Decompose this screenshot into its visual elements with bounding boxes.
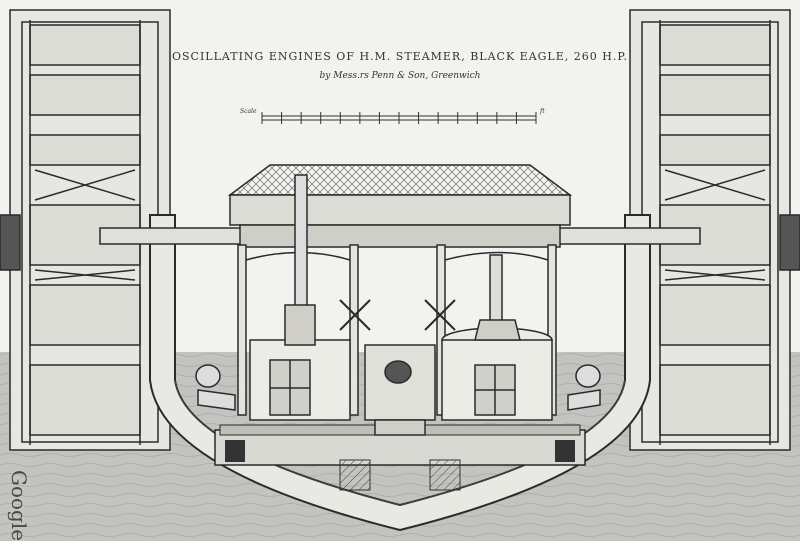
engine-house-roof (227, 164, 573, 196)
valve-wheels (339, 299, 456, 331)
plate-title: OSCILLATING ENGINES OF H.M. STEAMER, BLA… (172, 50, 628, 63)
left-cylinder (249, 174, 351, 421)
plate-subtitle: by Mess.rs Penn & Son, Greenwich (320, 71, 481, 81)
watermark: Google (7, 470, 31, 541)
right-cylinder (441, 254, 553, 421)
engine-bed (214, 429, 586, 466)
air-pump (364, 344, 436, 436)
scale-right-label: ft (539, 108, 545, 115)
scale-bar (261, 112, 537, 124)
scale-left-label: Scale (240, 108, 257, 115)
